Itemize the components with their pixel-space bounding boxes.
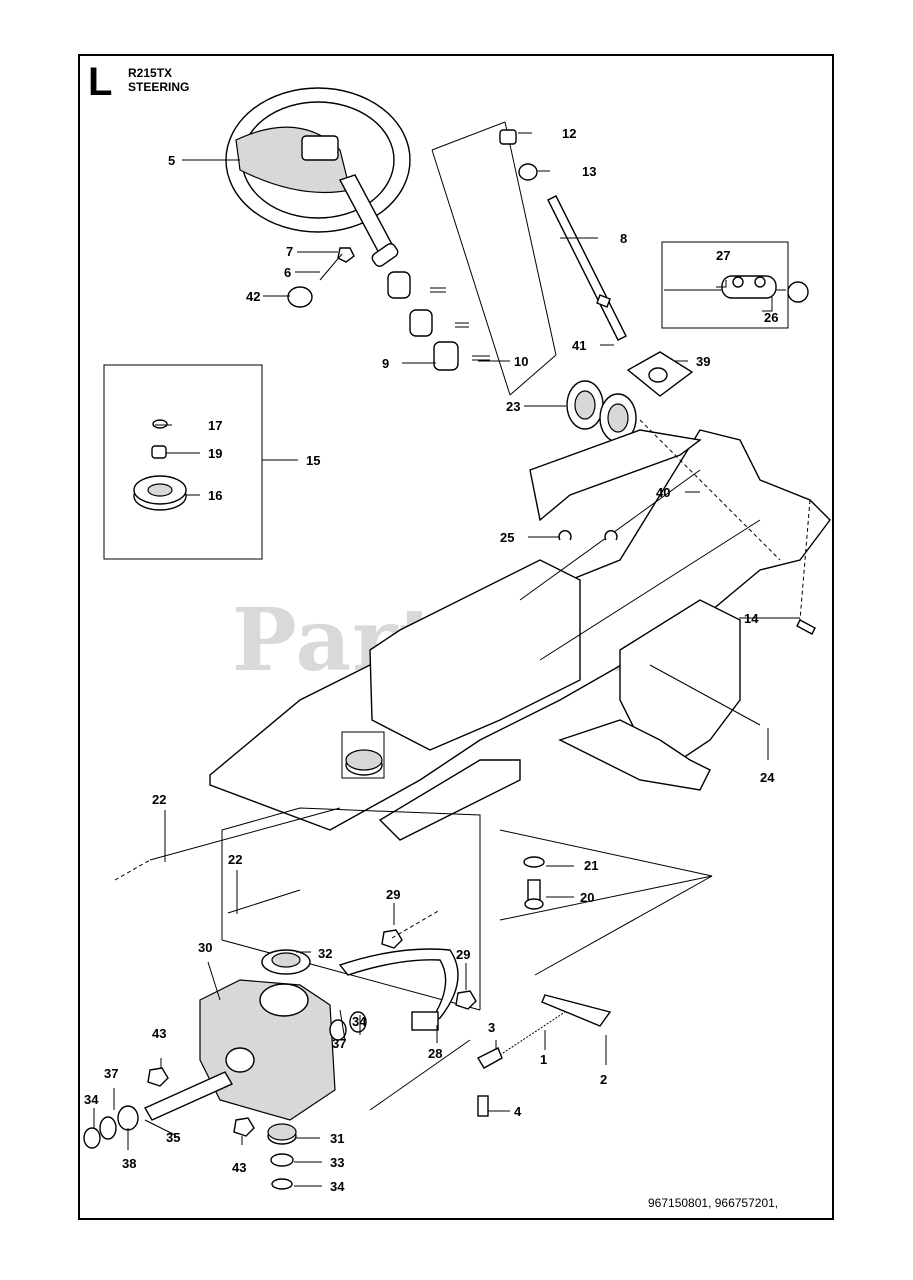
callout-27[interactable]: 27 xyxy=(716,248,730,263)
callout-40[interactable]: 40 xyxy=(656,485,670,500)
callout-34-bottom[interactable]: 34 xyxy=(330,1179,345,1194)
callout-22-upper[interactable]: 22 xyxy=(152,792,166,807)
callout-9[interactable]: 9 xyxy=(382,356,389,371)
nut-29a[interactable] xyxy=(381,929,403,949)
callout-3[interactable]: 3 xyxy=(488,1020,495,1035)
callout-29-upper[interactable]: 29 xyxy=(386,887,400,902)
steering-shaft[interactable] xyxy=(499,129,627,341)
bearing-stack[interactable] xyxy=(267,1123,297,1190)
pulley-assembly[interactable] xyxy=(133,419,187,511)
callout-22-lower[interactable]: 22 xyxy=(228,852,242,867)
nut-bolt-7-6[interactable] xyxy=(319,247,355,281)
callout-39[interactable]: 39 xyxy=(696,354,710,369)
callout-41[interactable]: 41 xyxy=(572,338,586,353)
drag-link-upper[interactable] xyxy=(149,807,341,861)
pulley-detail-box xyxy=(103,364,263,560)
callout-1[interactable]: 1 xyxy=(540,1052,547,1067)
gear-housing-30[interactable] xyxy=(199,979,336,1121)
main-frame[interactable] xyxy=(209,429,831,841)
callout-38[interactable]: 38 xyxy=(122,1156,136,1171)
callout-42[interactable]: 42 xyxy=(246,289,260,304)
callout-32[interactable]: 32 xyxy=(318,946,332,961)
callout-30[interactable]: 30 xyxy=(198,940,212,955)
callout-37-housing[interactable]: 37 xyxy=(332,1036,346,1051)
callout-15[interactable]: 15 xyxy=(306,453,320,468)
callout-17[interactable]: 17 xyxy=(208,418,222,433)
gear-23[interactable] xyxy=(566,380,637,443)
diagram-frame xyxy=(78,54,834,1220)
callout-25[interactable]: 25 xyxy=(500,530,514,545)
steering-collars[interactable] xyxy=(387,271,490,371)
callout-24[interactable]: 24 xyxy=(760,770,775,785)
drag-link-extension xyxy=(114,859,151,881)
callout-23[interactable]: 23 xyxy=(506,399,520,414)
lower-group-outline xyxy=(221,807,481,1011)
callout-14[interactable]: 14 xyxy=(744,611,759,626)
drag-link-lower[interactable] xyxy=(227,889,301,914)
callout-5[interactable]: 5 xyxy=(168,153,175,168)
model-number: R215TX xyxy=(128,66,173,80)
callout-labels: 5 7 6 42 9 10 12 13 8 27 26 41 39 23 40 … xyxy=(84,126,778,1194)
frame-pulley[interactable] xyxy=(341,731,385,779)
shaft-group-outline xyxy=(431,121,557,396)
callout-2[interactable]: 2 xyxy=(600,1072,607,1087)
callout-7[interactable]: 7 xyxy=(286,244,293,259)
steering-wheel[interactable] xyxy=(225,87,411,268)
callout-28[interactable]: 28 xyxy=(428,1046,442,1061)
callout-34-axle[interactable]: 34 xyxy=(84,1092,99,1107)
callout-43-right[interactable]: 43 xyxy=(232,1160,246,1175)
callout-43-left[interactable]: 43 xyxy=(152,1026,166,1041)
chain-26-27[interactable] xyxy=(664,275,809,303)
assembly-title: STEERING xyxy=(128,80,190,94)
callout-20[interactable]: 20 xyxy=(580,890,594,905)
bracket-39[interactable] xyxy=(626,351,694,397)
bolt-20-21[interactable] xyxy=(523,856,545,910)
callout-13[interactable]: 13 xyxy=(582,164,596,179)
callout-26[interactable]: 26 xyxy=(764,310,778,325)
part-numbers-footer: 967150801, 966757201, xyxy=(648,1196,779,1210)
clip-25b[interactable] xyxy=(604,530,618,541)
model-title: R215TX STEERING xyxy=(128,66,189,94)
spring-link-parts[interactable] xyxy=(477,994,612,1117)
nut-29b[interactable] xyxy=(455,990,477,1010)
callout-6[interactable]: 6 xyxy=(284,265,291,280)
callout-8[interactable]: 8 xyxy=(620,231,627,246)
callout-19[interactable]: 19 xyxy=(208,446,222,461)
bolt-14[interactable] xyxy=(796,619,816,635)
callout-4[interactable]: 4 xyxy=(514,1104,522,1119)
assembly-lines-lower xyxy=(369,875,713,1111)
axis-29 xyxy=(391,909,441,939)
callout-31[interactable]: 31 xyxy=(330,1131,344,1146)
callout-21[interactable]: 21 xyxy=(584,858,598,873)
cap-42[interactable] xyxy=(287,286,313,308)
callout-12[interactable]: 12 xyxy=(562,126,576,141)
callout-29-lower[interactable]: 29 xyxy=(456,947,470,962)
rod-24[interactable] xyxy=(649,664,761,726)
callout-10[interactable]: 10 xyxy=(514,354,528,369)
leader-lines xyxy=(93,132,800,1187)
chain-detail-box xyxy=(661,241,789,329)
callout-34-housing[interactable]: 34 xyxy=(352,1014,367,1029)
hidden-lines-upper xyxy=(639,419,811,621)
bearing-32[interactable] xyxy=(261,949,311,975)
clip-25[interactable] xyxy=(558,530,572,541)
callout-16[interactable]: 16 xyxy=(208,488,222,503)
sector-bracket-28[interactable] xyxy=(338,948,459,1031)
nut-43b[interactable] xyxy=(233,1117,255,1137)
section-letter: L xyxy=(88,60,113,104)
callout-35[interactable]: 35 xyxy=(166,1130,180,1145)
ring-34[interactable] xyxy=(349,1011,367,1033)
axle-35[interactable] xyxy=(83,1071,233,1149)
callout-33[interactable]: 33 xyxy=(330,1155,344,1170)
nut-43a[interactable] xyxy=(147,1067,169,1087)
callout-37-axle[interactable]: 37 xyxy=(104,1066,118,1081)
